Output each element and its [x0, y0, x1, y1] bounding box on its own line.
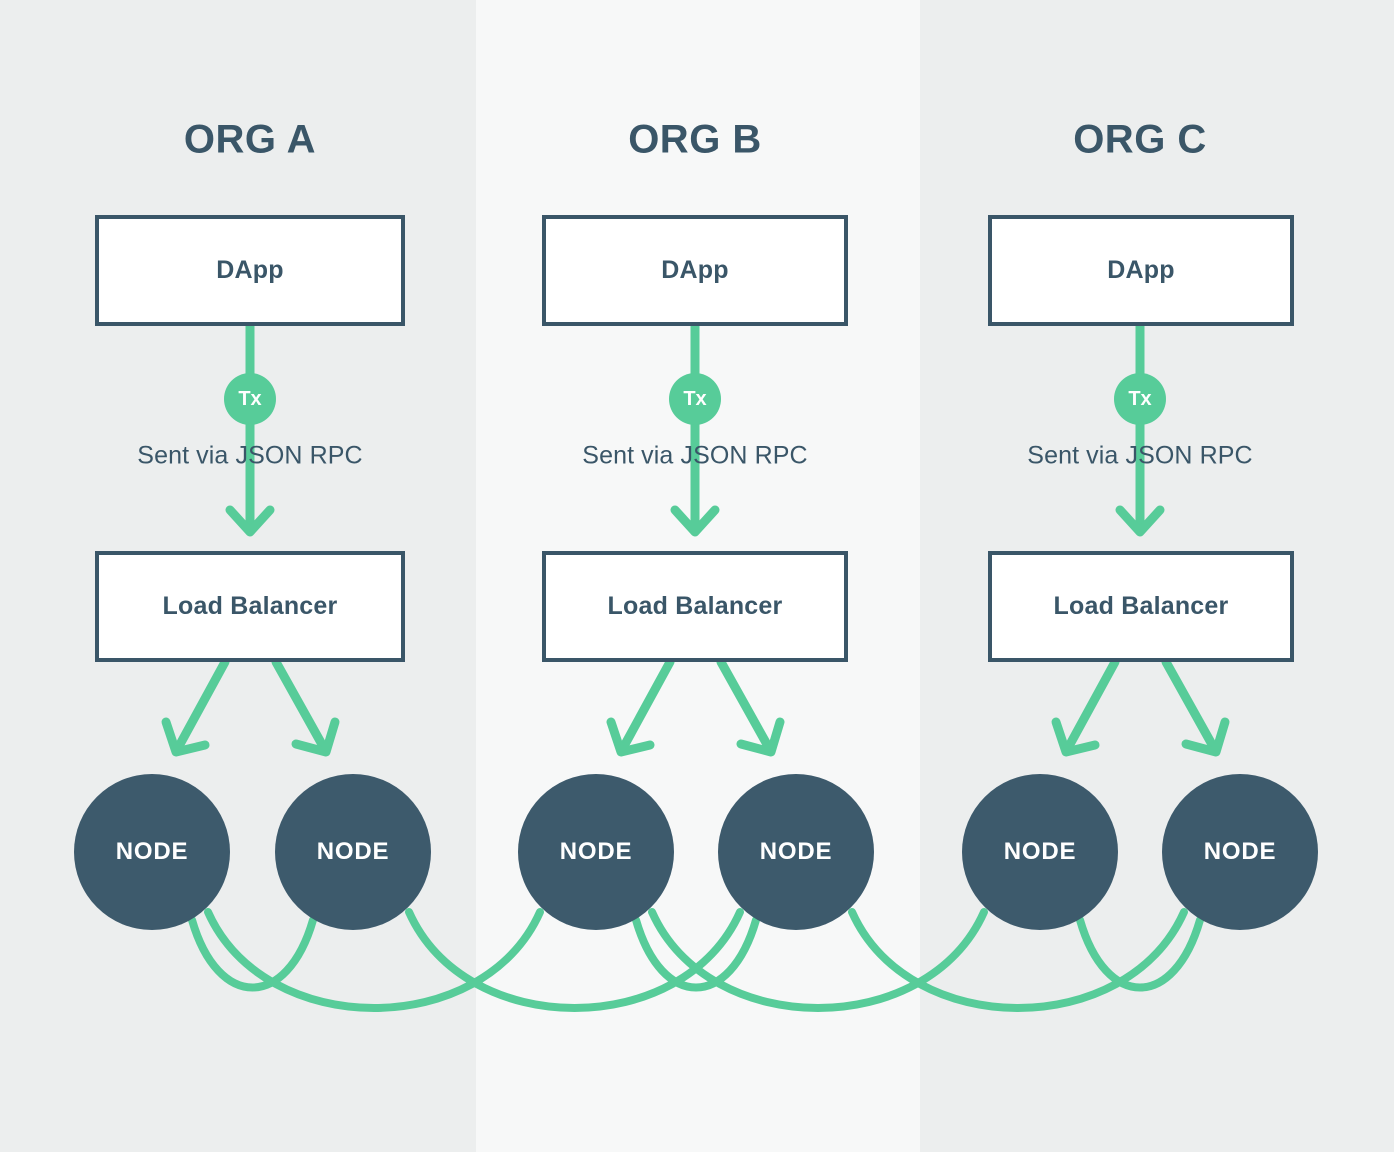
tx-badge-label-org-c: Tx: [1128, 388, 1152, 410]
connector-balancer-to-node-c2: [1161, 657, 1219, 753]
node-label-c1: NODE: [1003, 838, 1077, 865]
dapp-label-org-b: DApp: [661, 256, 729, 284]
rpc-label-org-b: Sent via JSON RPC: [582, 441, 808, 470]
node-circle-a2[interactable]: NODE: [275, 774, 431, 930]
peer-link-n3-n4: [632, 916, 760, 992]
peer-link-n1-n3: [204, 908, 544, 1012]
peer-link-n4-n6: [848, 908, 1188, 1012]
connector-balancer-to-node-b1: [618, 657, 675, 753]
connector-balancer-to-node-a1: [173, 657, 230, 753]
node-circle-a1[interactable]: NODE: [74, 774, 230, 930]
tx-badge-org-a[interactable]: Tx: [224, 373, 276, 425]
peer-link-n2-n4: [405, 908, 744, 1012]
node-label-a1: NODE: [115, 838, 189, 865]
node-circle-b2[interactable]: NODE: [718, 774, 874, 930]
load-balancer-label-org-b: Load Balancer: [607, 592, 783, 620]
connector-balancer-to-node-b2: [716, 657, 774, 753]
org-title-a: ORG A: [183, 117, 317, 162]
dapp-box-org-b[interactable]: DApp: [542, 215, 848, 326]
arrowhead-balancer-org-c: [1115, 505, 1165, 537]
node-circle-c1[interactable]: NODE: [962, 774, 1118, 930]
arrowhead-balancer-org-b: [670, 505, 720, 537]
arrowhead-node-c1: [1051, 717, 1100, 757]
load-balancer-label-org-c: Load Balancer: [1053, 592, 1229, 620]
node-circle-b1[interactable]: NODE: [518, 774, 674, 930]
peer-link-n1-n2: [188, 916, 317, 992]
dapp-label-org-a: DApp: [216, 256, 284, 284]
peer-link-n5-n6: [1076, 916, 1204, 992]
arrowhead-node-c2: [1181, 717, 1230, 757]
arrowhead-node-b2: [736, 717, 785, 757]
rpc-label-org-a: Sent via JSON RPC: [137, 441, 363, 470]
load-balancer-box-org-a[interactable]: Load Balancer: [95, 551, 405, 662]
node-label-c2: NODE: [1203, 838, 1277, 865]
tx-badge-org-c[interactable]: Tx: [1114, 373, 1166, 425]
load-balancer-box-org-c[interactable]: Load Balancer: [988, 551, 1294, 662]
node-circle-c2[interactable]: NODE: [1162, 774, 1318, 930]
dapp-box-org-a[interactable]: DApp: [95, 215, 405, 326]
node-label-b1: NODE: [559, 838, 633, 865]
tx-badge-org-b[interactable]: Tx: [669, 373, 721, 425]
load-balancer-box-org-b[interactable]: Load Balancer: [542, 551, 848, 662]
node-label-b2: NODE: [759, 838, 833, 865]
arrowhead-balancer-org-a: [225, 505, 275, 537]
arrowhead-node-a1: [161, 717, 210, 757]
org-title-c: ORG C: [1073, 117, 1207, 162]
tx-badge-label-org-a: Tx: [238, 388, 262, 410]
load-balancer-label-org-a: Load Balancer: [162, 592, 338, 620]
dapp-box-org-c[interactable]: DApp: [988, 215, 1294, 326]
node-label-a2: NODE: [316, 838, 390, 865]
org-title-b: ORG B: [628, 117, 762, 162]
arrowhead-node-a2: [291, 717, 340, 757]
connector-balancer-to-node-c1: [1063, 657, 1120, 753]
tx-badge-label-org-b: Tx: [683, 388, 707, 410]
rpc-label-org-c: Sent via JSON RPC: [1027, 441, 1253, 470]
connector-balancer-to-node-a2: [271, 657, 329, 753]
peer-link-n3-n5: [648, 908, 988, 1012]
arrowhead-node-b1: [606, 717, 655, 757]
dapp-label-org-c: DApp: [1107, 256, 1175, 284]
